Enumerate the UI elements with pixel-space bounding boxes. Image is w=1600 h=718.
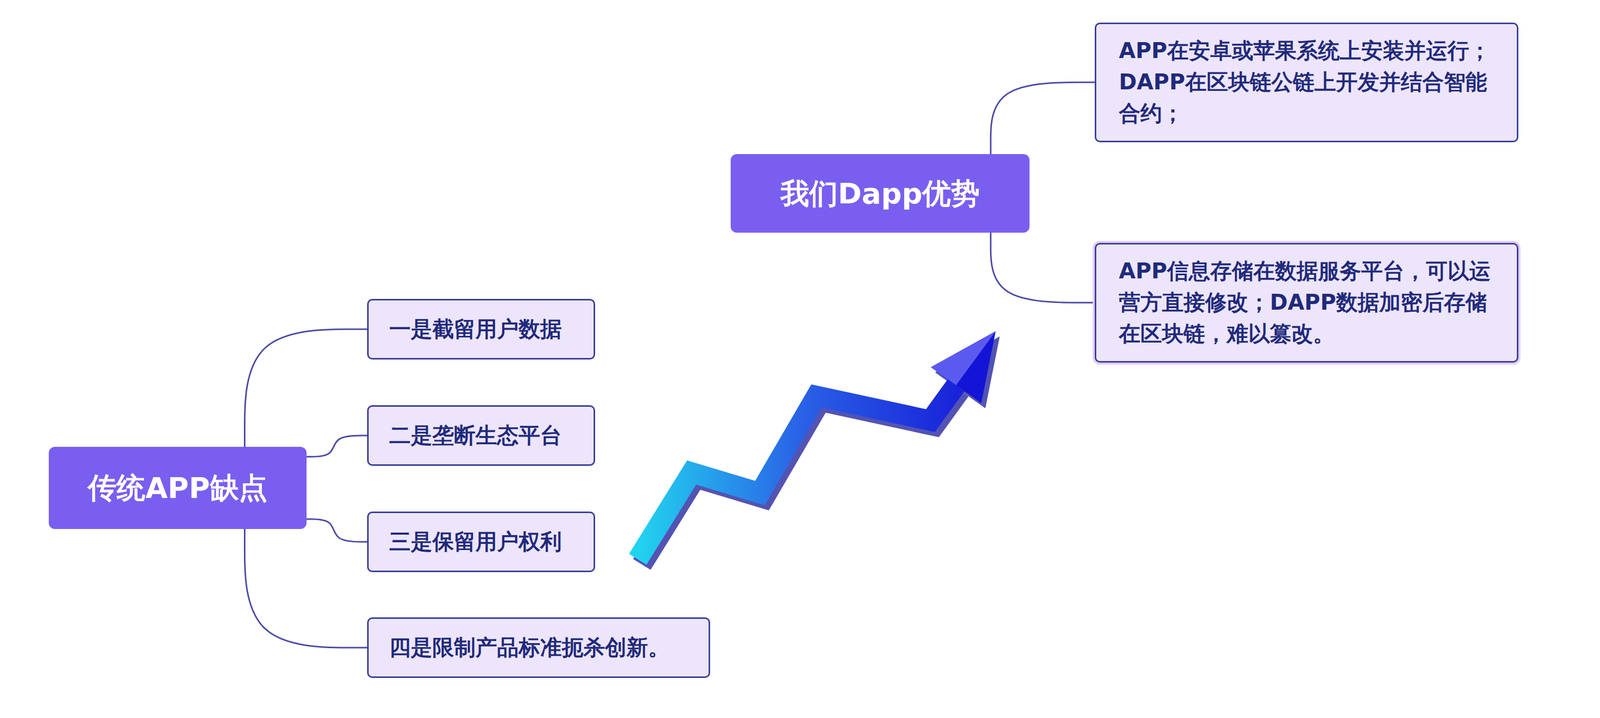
point-box: 二是垄断生态平台 xyxy=(367,405,596,466)
arrow-body xyxy=(637,331,996,560)
point-box: 四是限制产品标准扼杀创新。 xyxy=(367,617,711,678)
box-text: 四是限制产品标准扼杀创新。 xyxy=(389,634,670,661)
point-box: 一是截留用户数据 xyxy=(367,298,596,360)
point-box: 三是保留用户权利 xyxy=(367,511,596,573)
connector xyxy=(306,435,368,457)
advantage-box: APP在安卓或苹果系统上安装并运行；DAPP在区块链公链上开发并结合智能合约； xyxy=(1094,22,1519,143)
box-heading: 传统APP缺点 xyxy=(87,470,268,505)
box-text: 三是保留用户权利 xyxy=(389,528,562,555)
box-text: 二是垄断生态平台 xyxy=(389,422,562,449)
advantage-box: APP信息存储在数据服务平台，可以运营方直接修改；DAPP数据加密后存储在区块链… xyxy=(1094,242,1519,363)
root-box: 我们Dapp优势 xyxy=(730,154,1030,233)
box-text: APP信息存储在数据服务平台，可以运营方直接修改；DAPP数据加密后存储在区块链… xyxy=(1118,255,1495,350)
connector xyxy=(244,329,368,447)
connector xyxy=(990,82,1095,155)
connector xyxy=(306,519,368,542)
connector xyxy=(244,528,368,648)
box-heading: 我们Dapp优势 xyxy=(780,176,980,211)
box-text: APP在安卓或苹果系统上安装并运行；DAPP在区块链公链上开发并结合智能合约； xyxy=(1118,35,1495,130)
box-text: 一是截留用户数据 xyxy=(389,316,562,342)
root-box: 传统APP缺点 xyxy=(48,446,307,529)
connector xyxy=(990,232,1095,303)
